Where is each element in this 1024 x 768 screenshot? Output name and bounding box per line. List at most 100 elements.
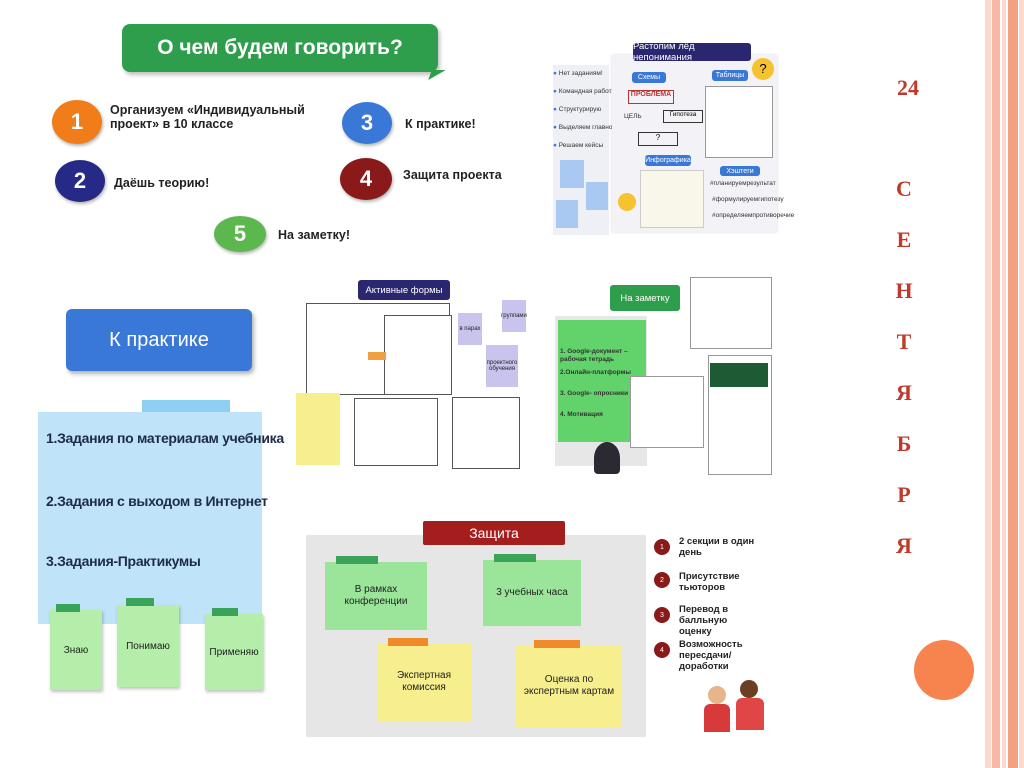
schemes-label: Схемы xyxy=(632,72,666,83)
person-icon xyxy=(704,704,730,732)
person-icon xyxy=(736,698,764,730)
smile-emoji-icon xyxy=(618,193,636,211)
mini-table xyxy=(705,86,773,158)
notes-site-header xyxy=(710,363,768,387)
active-sticky: в парах xyxy=(458,313,482,345)
agenda-number-4: 4 xyxy=(340,158,392,200)
decor-stripe-5 xyxy=(1019,0,1024,768)
month-letter: Я xyxy=(896,380,912,405)
sticky-tape xyxy=(56,604,80,612)
hashtags-label: Хэштеги xyxy=(720,166,760,176)
bullet-icon: ● xyxy=(553,142,557,149)
sticky-tape xyxy=(534,640,580,648)
active-forms-table xyxy=(452,397,520,469)
decor-orange-circle xyxy=(914,640,974,700)
agenda-item-2-text: Даёшь теорию! xyxy=(114,176,210,190)
defense-title: Защита xyxy=(423,521,565,545)
defense-list-item: 2 секции в один день xyxy=(679,536,755,558)
sticky-apply: Применяю xyxy=(205,614,263,690)
confused-emoji-icon: ? xyxy=(752,58,774,80)
bullet-icon: ● xyxy=(553,70,557,77)
active-sticky: проектного обучения xyxy=(486,345,518,387)
month-letter: Н xyxy=(895,278,913,303)
people-illustration xyxy=(704,680,774,736)
person-icon xyxy=(708,686,726,704)
month-letter: Т xyxy=(896,329,912,354)
active-sticky: группами xyxy=(501,300,527,332)
icebreak-sticky xyxy=(586,182,608,210)
defense-list-item: Перевод в балльную оценку xyxy=(679,604,729,637)
date-day: 24 xyxy=(897,75,919,100)
question-box: ? xyxy=(638,132,678,146)
month-letter: С xyxy=(896,176,912,201)
agenda-item-5-text: На заметку! xyxy=(278,228,350,242)
icebreak-list-item: Решаем кейсы xyxy=(558,142,604,149)
graduate-icon xyxy=(594,442,620,474)
defense-note: Оценка по экспертным картам xyxy=(516,645,622,727)
decor-stripe-2 xyxy=(992,0,1000,768)
hashtag: #определяемпротиворечие xyxy=(712,212,795,219)
sticky-tape xyxy=(126,598,154,606)
bullet-icon: ● xyxy=(553,124,557,131)
icebreak-list-item: Структурирую xyxy=(558,106,602,113)
task-sticky xyxy=(296,393,340,465)
icebreak-sticky xyxy=(556,200,578,228)
practice-item: 1.Задания по материалам учебника xyxy=(46,430,284,446)
practice-title: К практике xyxy=(66,309,252,371)
infographic-label: Инфографика xyxy=(645,155,691,166)
notes-list: 1. Google-документ – рабочая тетрадь 2.О… xyxy=(560,348,648,432)
sticky-know: Знаю xyxy=(50,610,102,690)
agenda-number-2: 2 xyxy=(55,160,105,202)
sticky-understand: Понимаю xyxy=(117,605,179,687)
defense-list-number: 2 xyxy=(654,572,670,588)
decor-stripe-4 xyxy=(1008,0,1018,768)
agenda-item-4-text: Защита проекта xyxy=(403,168,502,182)
agenda-number-5: 5 xyxy=(214,216,266,252)
hypothesis-box: Гипотеза xyxy=(663,110,703,123)
active-forms-table xyxy=(384,315,452,395)
icebreak-sticky xyxy=(560,160,584,188)
goal-label: ЦЕЛЬ xyxy=(624,113,642,120)
notes-doc xyxy=(690,277,772,349)
agenda-number-1: 1 xyxy=(52,100,102,144)
practice-board xyxy=(38,412,262,624)
hashtag: #планируемрезультат xyxy=(710,180,776,187)
icebreak-list: ● Нет заданиям! ● Командная работа ● Стр… xyxy=(553,70,616,160)
notes-title: На заметку xyxy=(610,285,680,311)
active-forms-title: Активные формы xyxy=(358,280,450,300)
decor-stripe-1 xyxy=(985,0,991,768)
practice-item: 3.Задания-Практикумы xyxy=(46,553,201,569)
icebreak-title: Растопим лёд непонимания xyxy=(633,41,751,63)
task-text-box xyxy=(354,398,438,466)
icebreak-list-item: Выделяем главное xyxy=(558,124,617,131)
notes-item: 1. Google-документ – рабочая тетрадь xyxy=(560,348,628,363)
notes-item: 4. Мотивация xyxy=(560,411,603,418)
practice-item: 2.Задания с выходом в Интернет xyxy=(46,493,268,509)
sticky-tape xyxy=(388,638,428,646)
defense-list-item: Возможность пересдачи/ доработки xyxy=(679,639,743,672)
defense-note: В рамках конференции xyxy=(325,562,427,630)
month-letter: Б xyxy=(896,431,912,456)
agenda-number-3: 3 xyxy=(342,102,392,144)
bullet-icon: ● xyxy=(553,88,557,95)
sticky-tape xyxy=(336,556,378,564)
icebreak-list-item: Командная работа xyxy=(558,88,616,95)
month-letter: Е xyxy=(896,227,912,252)
tables-label: Таблицы xyxy=(712,70,748,81)
agenda-item-3-text: К практике! xyxy=(405,117,476,131)
person-icon xyxy=(740,680,758,698)
defense-list-number: 3 xyxy=(654,607,670,623)
agenda-item-1-text: Организуем «Индивидуальный проект» в 10 … xyxy=(110,103,305,131)
agenda-title: О чем будем говорить? xyxy=(122,24,438,72)
defense-list-item: Присутствие тьюторов xyxy=(679,571,740,593)
defense-note: Экспертная комиссия xyxy=(377,643,471,721)
date-month: С Е Н Т Я Б Р Я xyxy=(889,176,919,584)
icebreak-list-item: Нет заданиям! xyxy=(558,70,603,77)
notes-photo xyxy=(630,376,704,448)
defense-note: 3 учебных часа xyxy=(483,560,581,626)
defense-list-number: 1 xyxy=(654,539,670,555)
sticky-tape xyxy=(212,608,238,616)
defense-list-number: 4 xyxy=(654,642,670,658)
month-letter: Я xyxy=(896,533,912,558)
decor-stripe-3 xyxy=(1002,0,1006,768)
